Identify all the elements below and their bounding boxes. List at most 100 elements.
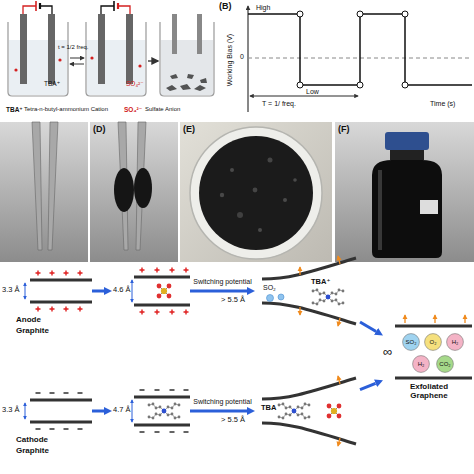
cathode-graphite	[36, 429, 41, 430]
exfoliated-graphene	[395, 377, 472, 380]
photo-bottle	[390, 150, 424, 160]
photo-tweezers-exfoliated	[134, 168, 152, 208]
cathode-graphite	[64, 429, 69, 430]
bubble-outline	[425, 334, 442, 351]
sulfate-intercalation	[155, 310, 160, 315]
cathode-graphite	[30, 421, 92, 424]
material-label: Graphite	[16, 447, 49, 456]
photo-bottle	[335, 122, 474, 262]
exfoliated-graphene	[404, 315, 405, 323]
beaker-setup	[101, 6, 114, 14]
photo-dish	[283, 198, 287, 202]
process-arrow	[360, 322, 376, 331]
anode-graphite	[50, 271, 55, 276]
material-label: Graphite	[16, 327, 49, 336]
beaker-setup	[14, 68, 17, 71]
beaker-setup	[58, 58, 61, 61]
tba-intercalation	[134, 424, 190, 427]
electrode-label: Anode	[16, 316, 41, 325]
tba-intercalation	[184, 390, 189, 391]
panel-label: (D)	[93, 125, 106, 135]
cathode-graphite	[36, 393, 41, 394]
bias-waveform	[297, 11, 303, 17]
beaker-setup	[20, 14, 27, 84]
tba-intercalation	[155, 390, 160, 391]
infinity-symbol: ∞	[383, 345, 392, 359]
bias-waveform	[357, 82, 363, 88]
molecule-label: TBA	[261, 404, 276, 412]
anode-expansion	[338, 256, 340, 264]
anode-graphite	[30, 279, 92, 282]
beaker-setup	[138, 64, 141, 67]
sulfate-intercalation	[132, 280, 133, 302]
bias-waveform	[248, 14, 472, 85]
cathode-expansion	[262, 376, 356, 446]
tba-intercalation	[132, 400, 133, 422]
beaker-setup	[161, 40, 213, 95]
ion-description: Sulfate Anion	[145, 106, 180, 113]
gas-label: SO₂	[402, 333, 420, 351]
process-arrow	[190, 410, 247, 413]
cathode-graphite	[50, 429, 55, 430]
tba-intercalation	[148, 403, 181, 420]
gas-label: SO₂	[263, 284, 276, 292]
sulfate-intercalation	[170, 268, 175, 273]
ion-description: Tetra-n-butyl-ammonium Cation	[24, 106, 108, 113]
bubble-outline	[413, 356, 430, 373]
sulfate-intercalation	[184, 310, 189, 315]
beaker-setup	[23, 6, 36, 14]
gas-label: CO₂	[436, 355, 454, 373]
gas-bubble: H₂	[412, 355, 430, 373]
sulfate-intercalation	[140, 310, 145, 315]
dimension-label: 4.6 Å	[113, 286, 131, 294]
anode-graphite	[78, 307, 83, 312]
anode-expansion	[267, 295, 274, 302]
photo-bottle	[335, 122, 474, 262]
cathode-expansion	[338, 376, 340, 384]
ion-key: SO₄²⁻	[124, 106, 142, 113]
expansion-stage: > 5.5 ÅTBA	[255, 380, 360, 442]
photo-dish	[230, 168, 234, 172]
cathode-graphite	[50, 393, 55, 394]
photo-bottle	[385, 132, 429, 150]
anode-expansion	[299, 307, 300, 315]
edge-label: Switching potential	[193, 278, 251, 286]
gas-label: O₂	[424, 333, 442, 351]
tba-intercalation	[184, 432, 189, 433]
beaker-setup	[118, 6, 130, 14]
tba-intercalation	[170, 432, 175, 433]
gas-bubble: H₂	[446, 333, 464, 351]
cathode-expansion	[338, 438, 340, 446]
cathode-expansion	[262, 378, 356, 399]
sulfate-intercalation	[170, 310, 175, 315]
exfoliation-stage: ∞Exfoliated GrapheneSO₂O₂H₂H₂CO₂	[383, 318, 473, 406]
anode-expansion	[278, 294, 284, 300]
electrode-label: Cathode	[16, 436, 48, 445]
beaker-setup	[126, 14, 133, 84]
anode-expansion	[338, 318, 340, 326]
photo-bottle	[420, 200, 438, 214]
gas-label: H₂	[446, 333, 464, 351]
process-arrow	[92, 410, 104, 413]
axis-tick: 0	[240, 53, 244, 61]
tba-intercalation	[140, 390, 145, 391]
tba-intercalation	[134, 396, 190, 399]
photo-dish	[293, 178, 297, 182]
ion-label: TBA⁺	[311, 278, 330, 286]
dimension-label: 3.3 Å	[2, 286, 20, 294]
panel-label: (F)	[338, 125, 350, 135]
photo-dish	[180, 122, 332, 262]
anode-graphite	[30, 301, 92, 304]
photo-dish	[220, 193, 224, 197]
photo-dish	[180, 122, 332, 262]
axis-title: Working Bias (V)	[226, 34, 234, 86]
beaker-setup	[86, 22, 146, 96]
anode-expansion	[262, 258, 356, 279]
cathode-graphite	[25, 403, 26, 419]
anode-expansion	[262, 256, 356, 326]
anode-expansion	[299, 267, 300, 275]
cathode-graphite	[78, 393, 83, 394]
beaker-setup	[70, 58, 84, 59]
